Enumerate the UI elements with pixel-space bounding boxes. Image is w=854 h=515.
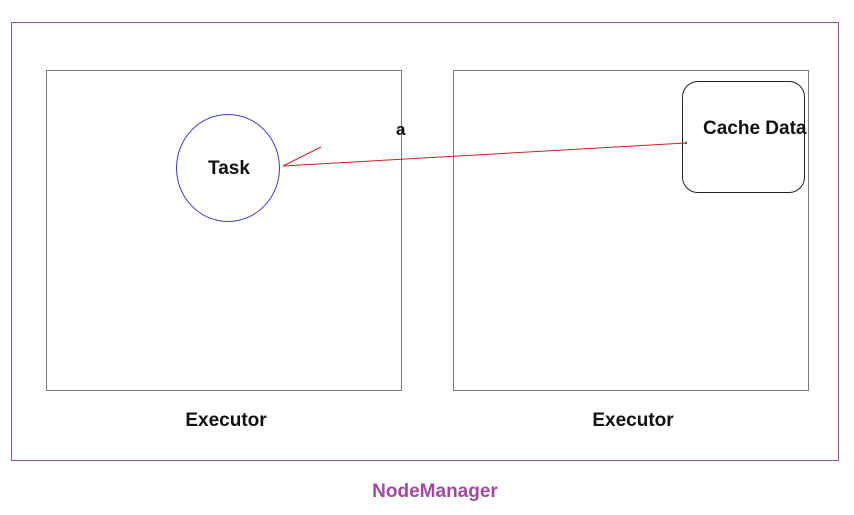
executor-label-right: Executor xyxy=(592,410,674,431)
executor-label-left: Executor xyxy=(185,410,267,431)
executor-box-right xyxy=(453,70,809,391)
stray-text-fragment: a xyxy=(396,120,406,139)
executor-box-left xyxy=(46,70,402,391)
node-manager-label: NodeManager xyxy=(372,481,498,502)
task-node xyxy=(176,114,280,222)
node-manager-container xyxy=(11,22,839,461)
cache-data-label: Cache Data xyxy=(703,118,807,139)
cache-data-node xyxy=(682,81,805,193)
task-label: Task xyxy=(208,158,250,179)
